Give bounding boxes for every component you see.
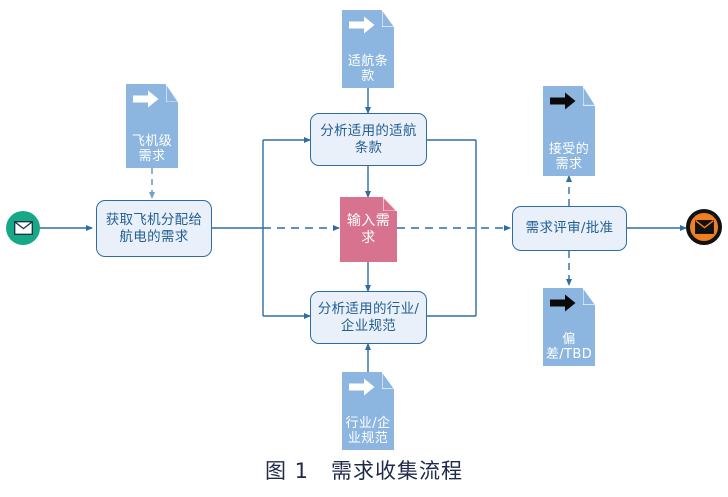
figure-caption: 图 1 需求收集流程	[264, 459, 464, 483]
black-right-arrow-icon	[550, 92, 576, 110]
process-analyze-airworthiness-label: 分析适用的适航条款	[320, 123, 417, 156]
black-right-arrow-icon	[550, 294, 576, 312]
white-right-arrow-icon	[349, 16, 375, 34]
doc-aircraft-requirements-label: 飞机级需求	[131, 133, 173, 164]
doc-deviation-tbd[interactable]: 偏差/TBD	[543, 288, 595, 366]
process-analyze-standards-label: 分析适用的行业/企业规范	[317, 301, 420, 334]
doc-input-requirements[interactable]: 输入需求	[340, 197, 397, 262]
doc-aircraft-requirements[interactable]: 飞机级需求	[126, 84, 178, 168]
end-event[interactable]	[686, 209, 722, 245]
doc-airworthiness-clauses[interactable]: 适航条款	[342, 10, 394, 88]
process-collect-requirements[interactable]: 获取飞机分配给航电的需求	[96, 200, 212, 257]
process-requirements-review-label: 需求评审/批准	[525, 220, 614, 237]
process-requirements-review[interactable]: 需求评审/批准	[512, 206, 627, 251]
white-right-arrow-icon	[349, 378, 375, 396]
doc-industry-standards[interactable]: 行业/企业规范	[342, 372, 394, 450]
process-analyze-airworthiness[interactable]: 分析适用的适航条款	[310, 113, 427, 166]
doc-input-requirements-label: 输入需求	[346, 213, 391, 246]
doc-accepted-requirements[interactable]: 接受的需求	[543, 86, 595, 176]
start-event[interactable]	[6, 211, 40, 245]
process-analyze-standards[interactable]: 分析适用的行业/企业规范	[310, 291, 427, 344]
white-right-arrow-icon	[133, 90, 159, 108]
doc-airworthiness-clauses-label: 适航条款	[347, 53, 389, 84]
doc-industry-standards-label: 行业/企业规范	[345, 415, 391, 446]
doc-accepted-requirements-label: 接受的需求	[548, 141, 590, 172]
process-collect-requirements-label: 获取飞机分配给航电的需求	[105, 212, 203, 245]
envelope-icon	[13, 221, 33, 235]
envelope-icon	[694, 220, 714, 234]
doc-deviation-tbd-label: 偏差/TBD	[545, 331, 593, 362]
